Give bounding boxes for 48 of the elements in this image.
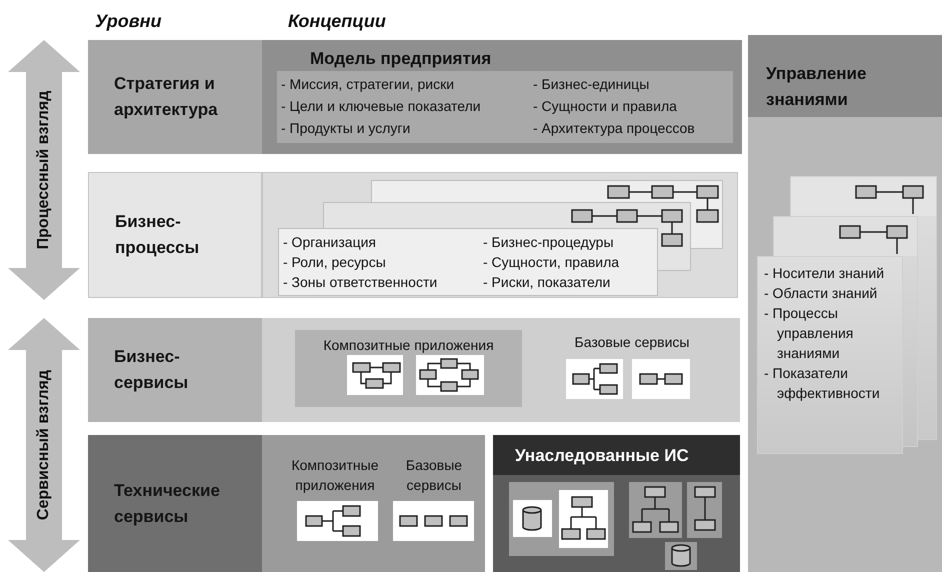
group-title: Композитные приложения xyxy=(323,336,494,355)
list-item: - Бизнес-единицы xyxy=(533,75,650,94)
list-item: - Миссия, стратегии, риски xyxy=(281,75,456,94)
list-item: - Организация xyxy=(283,233,377,252)
level-panel xyxy=(88,40,262,154)
list-item: - Процессы управления знаниями xyxy=(764,304,854,363)
section-label: Базовые сервисы xyxy=(404,456,464,495)
panel-title: Управление знаниями xyxy=(766,63,868,111)
group-panel xyxy=(295,330,522,407)
level-title: Бизнес-сервисы xyxy=(114,346,190,394)
concept-panel xyxy=(262,435,485,572)
page-card xyxy=(790,176,937,216)
list-item: - Цели и ключевые показатели xyxy=(281,97,482,116)
concept-panel xyxy=(262,318,740,422)
section-label: Базовые сервисы xyxy=(574,333,690,352)
list-item: - Продукты и услуги xyxy=(281,119,412,138)
list-item: - Сущности и правила xyxy=(533,97,678,116)
list-item: - Носители знаний xyxy=(764,264,886,283)
list-item: - Показатели эффективности xyxy=(764,364,881,403)
axis-label: Сервисный взгляд xyxy=(34,370,53,520)
page-card xyxy=(773,216,918,256)
knowledge-panel xyxy=(748,35,942,572)
page-card xyxy=(323,202,691,228)
column-heading: Концепции xyxy=(288,10,387,33)
list-item: - Области знаний xyxy=(764,284,878,303)
list-card xyxy=(757,256,903,454)
column-heading: Уровни xyxy=(95,10,162,33)
list-item: - Зоны ответственности xyxy=(283,273,438,292)
concept-panel xyxy=(262,40,742,154)
level-panel xyxy=(88,318,262,422)
list-item: - Риски, показатели xyxy=(483,273,612,292)
panel-title: Унаследованные ИС xyxy=(515,445,689,467)
panel-title: Модель предприятия xyxy=(310,48,492,70)
section-label: Композитные приложения xyxy=(290,456,380,495)
concept-panel xyxy=(262,172,738,298)
list-item: - Бизнес-процедуры xyxy=(483,233,615,252)
axis-label: Процессный взгляд xyxy=(34,90,53,250)
list-card xyxy=(277,71,733,143)
level-title: Бизнес-процессы xyxy=(115,211,200,259)
level-panel xyxy=(88,435,262,572)
level-title: Технические сервисы xyxy=(114,480,221,528)
level-title: Стратегия и архитектура xyxy=(114,73,219,121)
list-card xyxy=(278,228,658,296)
list-item: - Сущности, правила xyxy=(483,253,620,272)
legacy-systems-panel xyxy=(493,435,740,572)
list-item: - Архитектура процессов xyxy=(533,119,696,138)
level-panel xyxy=(88,172,262,298)
list-item: - Роли, ресурсы xyxy=(283,253,387,272)
